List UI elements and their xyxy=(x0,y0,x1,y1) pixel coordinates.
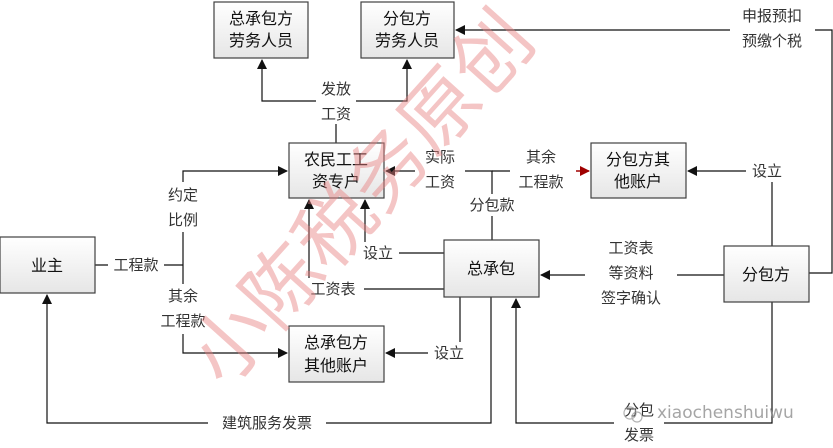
box-label: 分包方 xyxy=(383,9,431,28)
box-owner: 业主 xyxy=(0,236,96,294)
label-establish: 设立 xyxy=(363,244,393,262)
box-label: 资专户 xyxy=(312,172,360,191)
box-gc-labor: 总承包方 劳务人员 xyxy=(213,1,309,59)
label-pay-wages: 发放 xyxy=(321,80,351,98)
box-gc-other-account: 总承包方 其他账户 xyxy=(288,325,385,383)
box-label: 农民工工 xyxy=(304,150,368,169)
label-payroll-docs: 等资料 xyxy=(608,264,653,282)
box-label: 分包方其 xyxy=(606,150,670,169)
wechat-icon xyxy=(623,406,637,420)
box-sub-labor: 分包方 劳务人员 xyxy=(360,1,455,59)
box-subcontractor: 分包方 xyxy=(723,245,810,303)
edge-labels: 发放 工资 申报预扣 预缴个税 工程款 约定 比例 其余 工程款 实际 工资 其… xyxy=(113,7,802,444)
box-label: 其他账户 xyxy=(304,356,368,375)
label-pay-wages: 工资 xyxy=(321,105,351,123)
account-tag: xiaochenshuiwu xyxy=(623,403,794,423)
box-label: 总承包方 xyxy=(304,333,368,352)
box-label: 劳务人员 xyxy=(229,31,293,50)
label-sub-invoice: 分包 xyxy=(624,401,654,419)
label-payroll-docs: 工资表 xyxy=(608,239,653,257)
box-label: 总承包 xyxy=(467,259,515,278)
label-agreed-ratio: 约定 xyxy=(168,186,198,204)
box-sub-other-account: 分包方其 他账户 xyxy=(590,142,687,199)
label-tax: 申报预扣 xyxy=(742,7,802,25)
label-sub-invoice: 发票 xyxy=(624,426,654,444)
label-establish: 设立 xyxy=(434,344,464,362)
box-label: 劳务人员 xyxy=(375,31,439,50)
label-sub-payment: 分包款 xyxy=(469,196,514,214)
label-remaining-payment-sub: 工程款 xyxy=(518,173,563,191)
label-remaining-payment: 工程款 xyxy=(160,312,205,330)
label-actual-wages: 工资 xyxy=(425,173,455,191)
account-name: xiaochenshuiwu xyxy=(657,403,794,423)
box-label: 他账户 xyxy=(614,172,662,191)
box-label: 分包方 xyxy=(742,265,790,284)
label-construction-invoice: 建筑服务发票 xyxy=(222,414,312,432)
label-remaining-payment: 其余 xyxy=(168,287,198,305)
label-establish: 设立 xyxy=(752,162,782,180)
label-remaining-payment-sub: 其余 xyxy=(526,148,556,166)
label-actual-wages: 实际 xyxy=(425,148,455,166)
label-tax: 预缴个税 xyxy=(742,32,802,50)
box-label: 总承包方 xyxy=(229,9,293,28)
label-payroll: 工资表 xyxy=(310,280,355,298)
label-payroll-docs: 签字确认 xyxy=(601,289,661,307)
label-agreed-ratio: 比例 xyxy=(168,211,198,229)
box-general-contractor: 总承包 xyxy=(443,239,540,298)
box-wage-account: 农民工工 资专户 xyxy=(288,142,385,199)
box-label: 业主 xyxy=(31,256,63,275)
label-project-payment: 工程款 xyxy=(113,256,158,274)
